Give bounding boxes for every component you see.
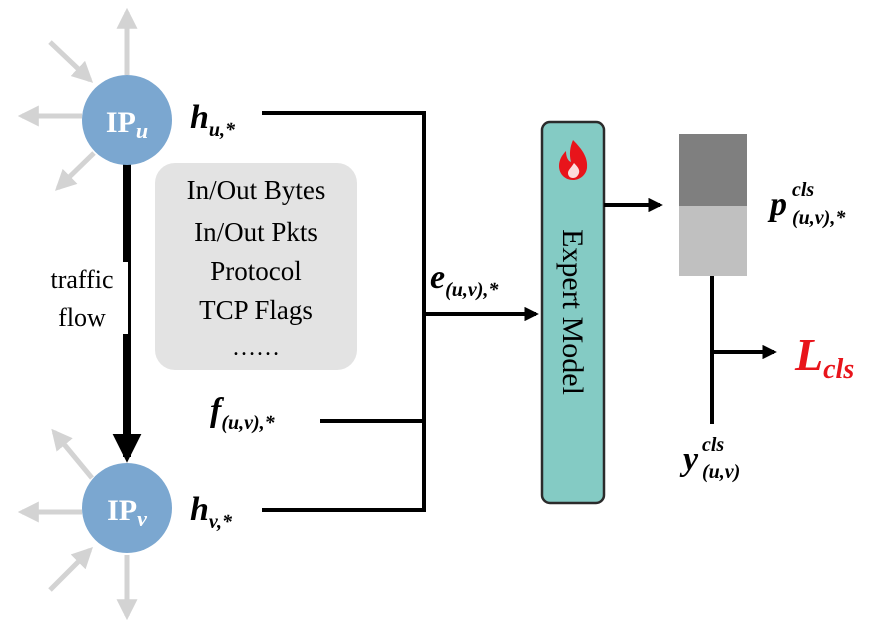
svg-text:IPu: IPu <box>106 106 148 143</box>
traffic-flow-label-1: traffic <box>50 265 113 294</box>
traffic-flow-label-2: flow <box>58 303 106 332</box>
features-box: In/Out Bytes In/Out Pkts Protocol TCP Fl… <box>155 163 357 370</box>
label-p-cls-sup: cls <box>792 179 814 201</box>
feature-item: In/Out Bytes <box>187 175 326 205</box>
feature-item-ellipsis: …… <box>232 335 280 361</box>
prediction-bar <box>679 134 747 276</box>
expert-model-label: Expert Model <box>556 229 589 395</box>
feature-item: Protocol <box>210 256 302 286</box>
label-y-cls: y <box>679 441 699 478</box>
node-v-sub: v <box>137 506 147 531</box>
label-f-uv: f(u,v),* <box>210 392 276 434</box>
label-h-v: hv,* <box>190 491 233 533</box>
node-u-prefix: IP <box>106 106 136 139</box>
label-p-cls-sub: (u,v),* <box>792 207 846 229</box>
connector-lines <box>262 111 426 512</box>
label-y-cls-sup: cls <box>702 434 724 456</box>
prediction-bar-bottom <box>679 206 747 276</box>
node-v-prefix: IP <box>107 494 137 527</box>
feature-item: TCP Flags <box>199 295 313 325</box>
ghost-edges-u <box>17 7 138 191</box>
node-ip-u: IPu <box>82 75 172 165</box>
label-e-uv: e(u,v),* <box>430 259 499 301</box>
label-p-cls: p <box>767 186 787 223</box>
label-y-cls-sub: (u,v) <box>702 461 740 483</box>
ghost-edge-v-in <box>48 547 93 592</box>
label-h-u: hu,* <box>190 99 236 141</box>
node-u-sub: u <box>136 118 148 143</box>
ghost-edge-u-in <box>48 40 94 83</box>
fire-icon <box>559 140 588 180</box>
expert-model-box: Expert Model <box>540 120 606 505</box>
ghost-edges-v <box>17 428 138 621</box>
svg-text:IPv: IPv <box>107 494 147 531</box>
loss-label: Lcls <box>794 329 854 385</box>
feature-item: In/Out Pkts <box>194 217 318 247</box>
ghost-edge-v-out <box>51 428 94 480</box>
node-ip-v: IPv <box>82 463 172 553</box>
ghost-edge-u-out <box>54 151 96 191</box>
prediction-bar-top <box>679 134 747 206</box>
